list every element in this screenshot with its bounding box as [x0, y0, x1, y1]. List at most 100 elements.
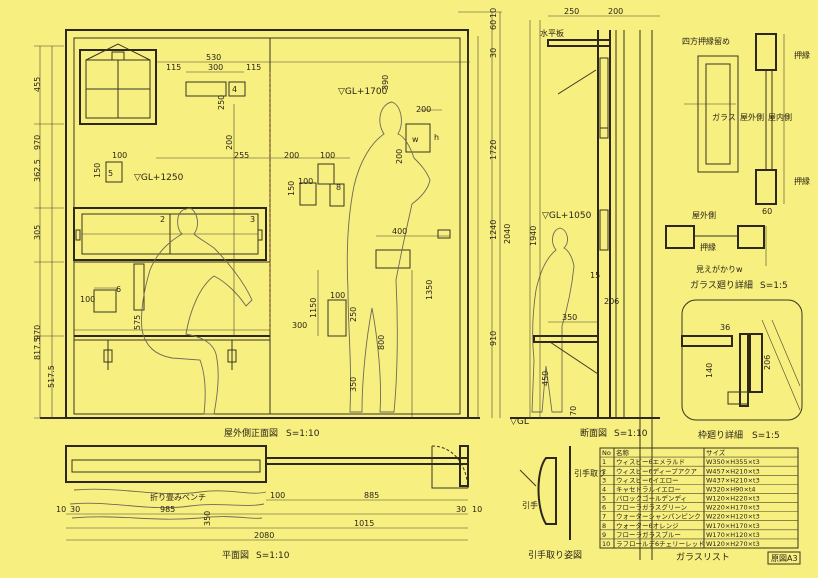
section-view: 250 200 30 60 10 1940 2040 1240 1720 910… [489, 7, 660, 560]
section-dim-250: 250 [564, 7, 579, 16]
dim-left-970b: 970 [33, 325, 42, 340]
section-dim-350: 350 [562, 313, 577, 322]
table-header: サイズ [706, 448, 726, 457]
table-cell: W320×H90×t4 [706, 485, 756, 493]
window-glass-2-3 [73, 207, 267, 261]
table-header: No [602, 449, 611, 457]
glass-detail: 四方押縁留め 押縁 ガラス 屋外側 屋内側 押縁 屋外側 押縁 見えがかりw 6… [665, 33, 810, 291]
plan-scale: S=1:10 [256, 551, 290, 561]
plan-bench [65, 445, 267, 483]
window-glass-small-a [317, 163, 335, 185]
dim-250b: 250 [349, 307, 358, 322]
front-elevation: 455 970 362.5 305 970 817.5 517.5 530 11… [33, 11, 575, 439]
dim-left-362: 362.5 [33, 159, 42, 182]
handle-view: 引手 引手取り 引手取り姿図 [519, 446, 606, 561]
elevation-caption: 屋外側正面図 [224, 427, 278, 439]
gd-label-6: 押縁 [794, 176, 810, 186]
dim-150b: 150 [287, 181, 296, 196]
glass-id-6: 6 [116, 285, 121, 294]
glass-id-5: 5 [108, 169, 113, 178]
dim-300: 300 [208, 63, 223, 72]
dim-1150: 1150 [309, 298, 318, 318]
table-cell: W220×H120×t3 [706, 513, 760, 521]
table-cell: W170×H170×t3 [706, 522, 760, 530]
human-figure-seated [141, 207, 253, 415]
section-dim-910: 910 [489, 331, 498, 346]
plan-dim-985: 985 [160, 505, 175, 514]
dim-100d: 100 [80, 295, 95, 304]
dim-left-305: 305 [33, 225, 42, 240]
elevation-scale: S=1:10 [286, 429, 320, 439]
dim-100e: 100 [330, 291, 345, 300]
dim-100c: 100 [298, 177, 313, 186]
window-glass-7 [375, 249, 411, 269]
plan-dim-10b: 10 [472, 505, 482, 514]
glass-list-caption: ガラスリスト [676, 552, 730, 563]
glass-detail-scale: S=1:5 [760, 281, 788, 291]
plan-dim-100: 100 [270, 491, 285, 500]
plan-caption: 平面図 [222, 550, 249, 561]
plan-dim-885: 885 [364, 491, 379, 500]
h-label: h [434, 133, 439, 142]
section-dim-1720: 1720 [489, 140, 498, 160]
gd-label-10: 見えがかりw [696, 264, 743, 274]
section-dim-70: 70 [569, 406, 578, 416]
dim-200a: 200 [416, 105, 431, 114]
plan-dim-30b: 30 [456, 505, 466, 514]
dim-350: 350 [349, 377, 358, 392]
table-cell: W437×H210×t3 [706, 476, 760, 484]
section-level-gl-1050: ▽GL+1050 [542, 211, 592, 221]
dim-300b: 300 [292, 321, 307, 330]
table-cell: 3 [602, 476, 606, 484]
dim-200b: 200 [284, 151, 299, 160]
section-note: 水平板 [540, 28, 564, 38]
table-cell: 5 [602, 495, 606, 503]
dim-390: 390 [381, 75, 390, 90]
window-glass-1 [79, 49, 157, 125]
fd-dim-206: 206 [763, 355, 772, 370]
glass-id-3: 3 [250, 215, 255, 224]
human-figure-standing-small [531, 227, 575, 413]
section-dim-60: 60 [489, 20, 498, 30]
section-dim-2040: 2040 [503, 224, 512, 244]
table-cell: W457×H210×t3 [706, 467, 760, 475]
section-dim-206: 206 [604, 297, 619, 306]
section-scale: S=1:10 [614, 429, 648, 439]
table-cell: ウィスビー6イエロー [616, 475, 679, 484]
gd-dim-60: 60 [762, 207, 772, 216]
door-handle [437, 229, 451, 239]
table-cell: 2 [602, 467, 606, 475]
dim-200d: 200 [395, 149, 404, 164]
table-cell: 8 [602, 522, 606, 530]
section-dim-15: 15 [590, 271, 600, 280]
dim-1350: 1350 [425, 280, 434, 300]
plan-dim-350: 350 [203, 511, 212, 526]
table-cell: 6 [602, 504, 606, 512]
glass-pane-detail [697, 55, 739, 173]
table-cell: フローラガラスグリーン [616, 503, 687, 512]
dim-255: 255 [234, 151, 249, 160]
section-dim-200: 200 [608, 7, 623, 16]
gd-label-0: 四方押縁留め [682, 36, 730, 46]
frame-detail-caption: 枠廻り詳細 [698, 429, 743, 441]
gd-label-8: 押縁 [700, 242, 716, 252]
dim-400: 400 [392, 227, 407, 236]
dim-115b: 115 [246, 63, 261, 72]
table-cell: 7 [602, 513, 606, 521]
plan-dim-30: 30 [70, 505, 80, 514]
window-glass-5 [105, 161, 123, 183]
gd-label-1: 押縁 [794, 50, 810, 60]
section-dim-30: 30 [489, 48, 498, 58]
table-header: 名称 [616, 448, 630, 457]
dim-left-970: 970 [33, 135, 42, 150]
plan-dim-1015: 1015 [354, 519, 374, 528]
sheet-label: 原図A3 [771, 554, 798, 563]
section-level-gl: ▽GL [510, 417, 529, 427]
dim-100b: 100 [320, 151, 335, 160]
gd-label-4: 屋内側 [768, 112, 792, 122]
dim-115a: 115 [166, 63, 181, 72]
handle-label-a: 引手 [522, 500, 538, 510]
handle-label-b: 引手取り [574, 468, 606, 478]
window-glass-4 [185, 81, 227, 97]
